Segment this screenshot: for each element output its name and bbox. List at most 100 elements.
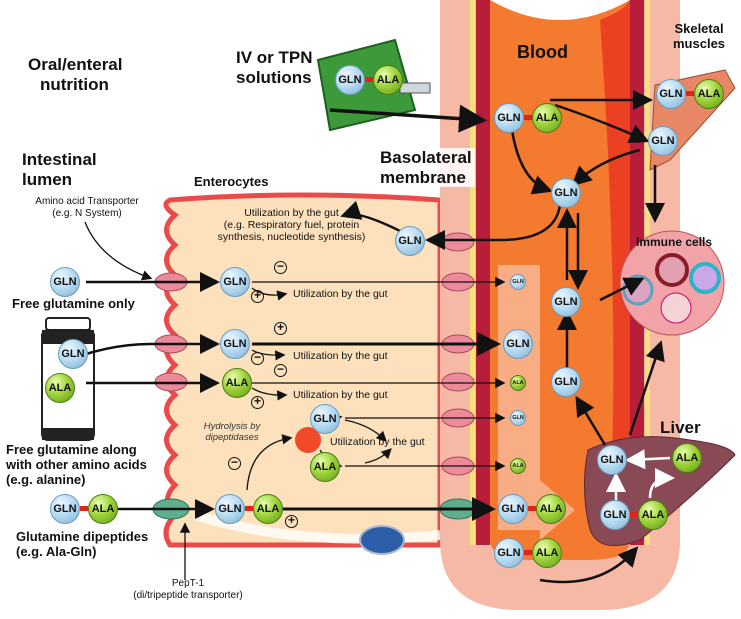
heading-line: Basolateral [380, 148, 472, 167]
gln-molecule: GLN [551, 287, 581, 317]
gut-utilization-label: Utilization by the gut [330, 436, 425, 448]
gln-molecule-small: GLN [510, 274, 526, 290]
peptide-bond [80, 506, 88, 511]
gln-molecule: GLN [600, 500, 630, 530]
ala-molecule-small: ALA [510, 458, 526, 474]
gln-molecule: GLN [551, 367, 581, 397]
heading-line: nutrition [40, 74, 109, 94]
annotation-line: Utilization by the gut [244, 207, 339, 219]
gln-molecule: GLN [597, 445, 627, 475]
gln-molecule: GLN [50, 267, 80, 297]
ala-molecule: ALA [532, 538, 562, 568]
dipeptidase-enzyme [295, 427, 321, 453]
gut-utilization-label: Utilization by the gut [293, 350, 388, 362]
source-line: with other amino acids [6, 456, 147, 472]
gln-molecule: GLN [551, 178, 581, 208]
gln-molecule: GLN [58, 339, 88, 369]
heading-intestinal-lumen: Intestinal lumen [22, 150, 97, 189]
ala-molecule: ALA [45, 373, 75, 403]
absorbed-zone [498, 265, 540, 530]
annotation-line: synthesis, nucleotide synthesis) [217, 231, 366, 244]
heading-blood: Blood [517, 42, 568, 62]
ala-molecule: ALA [672, 443, 702, 473]
annotation-hydrolysis: Hydrolysis by dipeptidases [192, 421, 272, 444]
flow-arrows [85, 90, 665, 584]
annotation-gut-utilization-detail: Utilization by the gut (e.g. Respiratory… [204, 207, 379, 243]
heading-line: Skeletal [674, 21, 724, 36]
gln-molecule: GLN [215, 494, 245, 524]
heading-oral-enteral: Oral/enteral nutrition [28, 55, 123, 94]
annotation-line: Hydrolysis by [203, 421, 261, 432]
inhibition-sign: − [251, 351, 264, 365]
peptide-bond [686, 91, 694, 96]
gln-molecule: GLN [494, 538, 524, 568]
source-free-glutamine: Free glutamine only [12, 296, 135, 311]
heading-enterocytes: Enterocytes [194, 174, 269, 189]
annotation-line: Amino acid Transporter [35, 196, 139, 207]
heading-line: Intestinal [22, 150, 97, 169]
heading-line: solutions [236, 67, 312, 87]
source-line: (e.g. Ala-Gln) [16, 543, 97, 559]
inhibition-sign: − [274, 260, 287, 274]
ala-molecule: ALA [373, 65, 403, 95]
gln-molecule: GLN [503, 329, 533, 359]
gln-molecule: GLN [220, 329, 250, 359]
source-free-glutamine-with-aa: Free glutamine along with other amino ac… [6, 442, 147, 488]
peptide-bond [365, 77, 373, 82]
annotation-line: (e.g. Respiratory fuel, protein [223, 219, 360, 232]
peptide-bond [528, 506, 536, 511]
peptide-bond [524, 550, 532, 555]
iv-bag [316, 38, 431, 132]
source-line: (e.g. alanine) [6, 471, 86, 487]
annotation-pept1: PepT-1 (di/tripeptide transporter) [118, 578, 258, 601]
ala-molecule: ALA [536, 494, 566, 524]
ala-molecule: ALA [222, 368, 252, 398]
ala-molecule: ALA [253, 494, 283, 524]
heading-iv-tpn: IV or TPN solutions [236, 48, 313, 87]
gln-molecule: GLN [498, 494, 528, 524]
ala-molecule: ALA [694, 79, 724, 109]
stimulation-sign: + [285, 514, 298, 528]
peptide-bond [245, 506, 253, 511]
heading-line: lumen [22, 169, 73, 189]
ala-molecule-small: ALA [510, 375, 526, 391]
nucleus [359, 525, 405, 555]
ala-molecule: ALA [532, 103, 562, 133]
source-line: Free glutamine along [6, 442, 137, 457]
ala-molecule: ALA [310, 452, 340, 482]
source-glutamine-dipeptides: Glutamine dipeptides (e.g. Ala-Gln) [16, 529, 149, 560]
heading-skeletal-muscles: Skeletal muscles [673, 21, 726, 52]
gln-molecule: GLN [310, 404, 340, 434]
heading-line: membrane [380, 167, 466, 187]
gln-molecule: GLN [50, 494, 80, 524]
annotation-line: dipeptidases [205, 431, 259, 443]
gln-molecule: GLN [656, 79, 686, 109]
source-line: Glutamine dipeptides [16, 529, 149, 544]
heading-basolateral-membrane: Basolateral membrane [377, 148, 475, 188]
gut-utilization-label: Utilization by the gut [293, 288, 388, 300]
annotation-line: PepT-1 [171, 578, 205, 589]
heading-line: IV or TPN [236, 48, 313, 67]
peptide-bond [524, 115, 532, 120]
heading-liver: Liver [660, 418, 701, 437]
heading-line: muscles [673, 35, 726, 51]
gln-molecule: GLN [494, 103, 524, 133]
inhibition-sign: − [228, 456, 241, 470]
annotation-aa-transporter: Amino acid Transporter (e.g. N System) [22, 196, 152, 219]
gln-molecule: GLN [220, 267, 250, 297]
annotation-line: (e.g. N System) [52, 207, 122, 219]
stimulation-sign: + [251, 289, 264, 303]
gut-utilization-label: Utilization by the gut [293, 389, 388, 401]
gln-molecule: GLN [395, 226, 425, 256]
immune-cells-region [619, 230, 725, 336]
ala-molecule: ALA [88, 494, 118, 524]
stimulation-sign: + [274, 321, 287, 335]
peptide-bond [630, 512, 638, 517]
heading-immune-cells: Immune cells [636, 235, 713, 249]
gln-molecule: GLN [335, 65, 365, 95]
inhibition-sign: − [274, 363, 287, 377]
stimulation-sign: + [251, 395, 264, 409]
gln-molecule-small: GLN [510, 410, 526, 426]
ala-molecule: ALA [638, 500, 668, 530]
